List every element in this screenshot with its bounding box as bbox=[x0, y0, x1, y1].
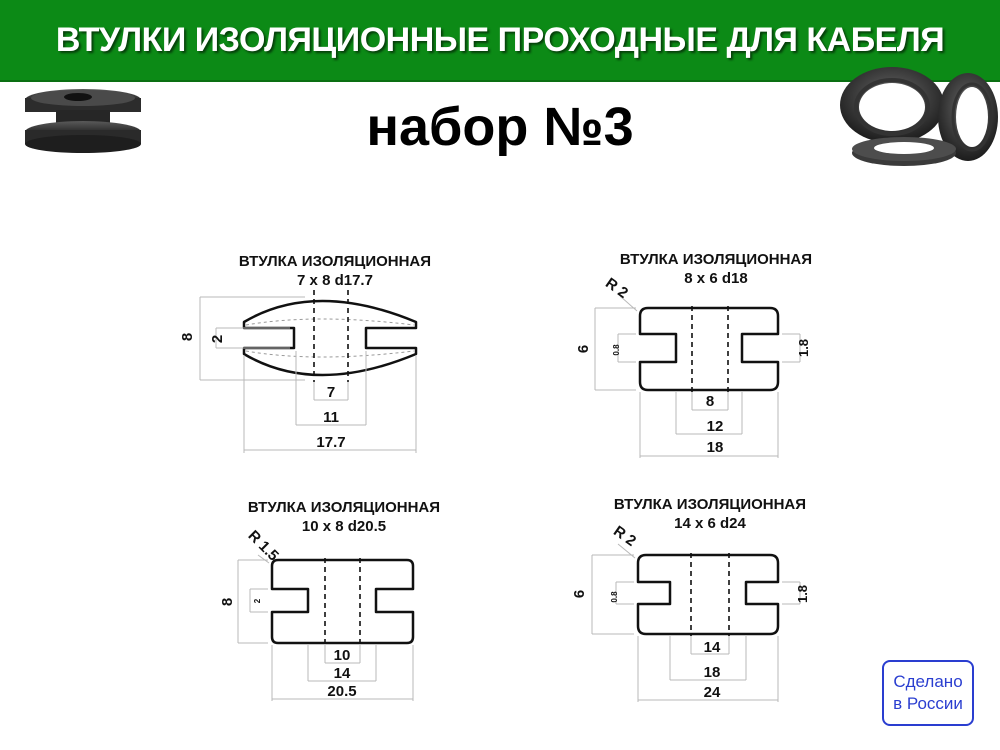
drawing-2-title: ВТУЛКА ИЗОЛЯЦИОННАЯ 8 x 6 d18 bbox=[600, 250, 832, 288]
drawing-4-middle: 18 bbox=[704, 664, 721, 681]
drawing-3-middle: 14 bbox=[334, 665, 351, 682]
drawing-3-outer: 20.5 bbox=[327, 683, 356, 700]
drawing-3-size: 10 x 8 d20.5 bbox=[301, 518, 387, 535]
drawing-4-radius: R 2 bbox=[610, 523, 639, 550]
drawing-3-height: 8 bbox=[219, 598, 236, 606]
made-in-russia-badge: Сделано в России bbox=[882, 660, 974, 726]
drawing-2-inner: 8 bbox=[706, 393, 714, 410]
drawing-3-inner: 10 bbox=[334, 647, 351, 664]
drawing-1-size: 7 x 8 d17.7 bbox=[297, 272, 373, 289]
drawing-1-name: ВТУЛКА ИЗОЛЯЦИОННАЯ bbox=[238, 253, 432, 270]
drawing-1-inner: 7 bbox=[327, 384, 335, 401]
drawing-2-radius: R 2 bbox=[602, 275, 631, 302]
drawing-1-title: ВТУЛКА ИЗОЛЯЦИОННАЯ 7 x 8 d17.7 bbox=[220, 252, 450, 290]
header-banner: ВТУЛКИ ИЗОЛЯЦИОННЫЕ ПРОХОДНЫЕ ДЛЯ КАБЕЛЯ bbox=[0, 0, 1000, 82]
drawing-1-groove: 2 bbox=[209, 335, 226, 343]
drawing-2-groove: 1.8 bbox=[796, 339, 811, 357]
badge-line-2: в России bbox=[893, 694, 963, 713]
drawing-2-middle: 12 bbox=[707, 418, 724, 435]
drawing-3-name: ВТУЛКА ИЗОЛЯЦИОННАЯ bbox=[247, 499, 441, 516]
drawing-4-size: 14 x 6 d24 bbox=[674, 515, 746, 532]
drawing-4-outer: 24 bbox=[704, 684, 721, 701]
drawing-4-title: ВТУЛКА ИЗОЛЯЦИОННАЯ 14 x 6 d24 bbox=[592, 495, 828, 533]
set-title: набор №3 bbox=[366, 97, 634, 157]
drawing-1-height: 8 bbox=[179, 333, 196, 341]
drawing-1-outer: 17.7 bbox=[316, 434, 345, 451]
drawing-1-middle: 11 bbox=[323, 409, 339, 426]
drawing-3-groove: 2 bbox=[253, 598, 262, 603]
drawing-2-height: 6 bbox=[575, 345, 592, 353]
drawing-2-outer: 18 bbox=[707, 439, 724, 456]
drawing-3-title: ВТУЛКА ИЗОЛЯЦИОННАЯ 10 x 8 d20.5 bbox=[226, 498, 462, 536]
drawing-3: R 1.5 8 2 10 14 20.5 bbox=[219, 527, 415, 701]
grommet-photo-right bbox=[840, 67, 998, 166]
drawing-4-groove: 1.8 bbox=[795, 585, 810, 603]
drawing-4-inner: 14 bbox=[704, 639, 721, 656]
drawing-2: R 2 6 0.8 1.8 8 12 18 bbox=[575, 275, 811, 458]
grommet-photo-left bbox=[25, 89, 141, 153]
drawing-2-size: 8 x 6 d18 bbox=[684, 270, 748, 287]
drawing-2-name: ВТУЛКА ИЗОЛЯЦИОННАЯ bbox=[619, 251, 813, 268]
header-title: ВТУЛКИ ИЗОЛЯЦИОННЫЕ ПРОХОДНЫЕ ДЛЯ КАБЕЛЯ bbox=[55, 21, 945, 59]
drawing-1: 8 2 7 11 17.7 bbox=[179, 290, 418, 453]
drawing-2-slot: 0.8 bbox=[612, 344, 621, 356]
drawing-4-name: ВТУЛКА ИЗОЛЯЦИОННАЯ bbox=[613, 496, 807, 513]
badge-line-1: Сделано bbox=[893, 672, 963, 691]
drawing-4-slot: 0.8 bbox=[610, 591, 619, 603]
drawing-4: R 2 6 0.8 1.8 14 18 24 bbox=[571, 523, 810, 702]
drawing-4-height: 6 bbox=[571, 590, 588, 598]
